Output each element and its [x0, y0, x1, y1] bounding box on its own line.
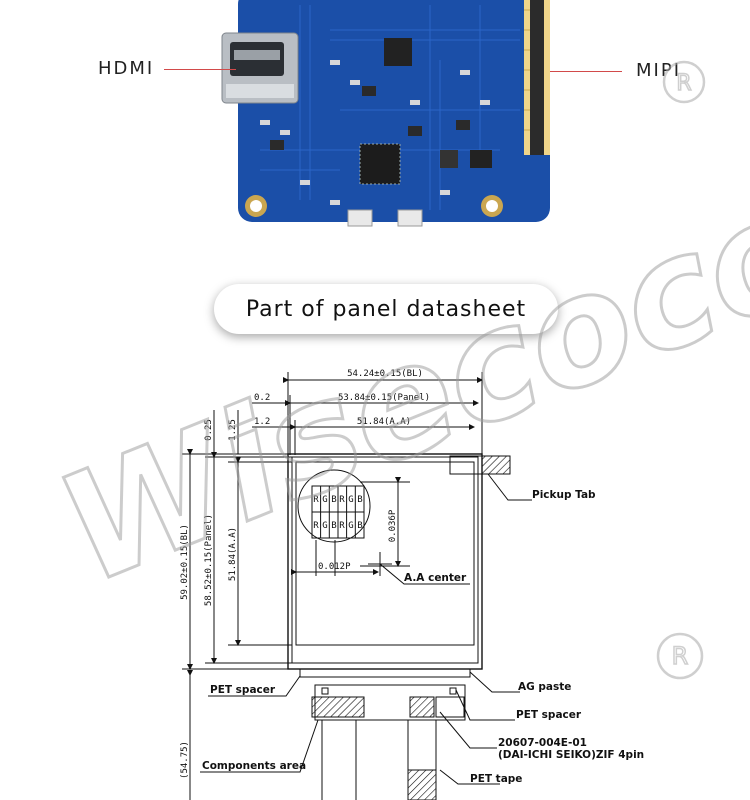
pixel-g4: G [348, 521, 353, 531]
pixel-grid [311, 485, 365, 539]
dim-aa-height: 51.84(A.A) [228, 527, 238, 581]
callout-connector-line2: (DAI-ICHI SEIKO)ZIF 4pin [498, 749, 644, 761]
pixel-r3: R [313, 521, 319, 531]
pixel-r4: R [339, 521, 345, 531]
dim-bottom: (54.75) [180, 741, 190, 779]
section-title-pill: Part of panel datasheet [214, 284, 558, 334]
tact-switch [347, 209, 373, 227]
callout-aa-center: A.A center [404, 572, 467, 584]
callout-pickup-tab: Pickup Tab [532, 489, 596, 501]
dim-panel-height: 58.52±0.15(Panel) [204, 514, 214, 606]
dim-panel-width: 53.84±0.15(Panel) [338, 393, 430, 403]
mipi-connector [524, 0, 550, 155]
pixel-r2: R [339, 495, 345, 505]
pixel-b3: B [331, 521, 336, 531]
section-title: Part of panel datasheet [245, 296, 527, 322]
hdmi-connector [221, 32, 299, 104]
callout-pet-tape: PET tape [470, 773, 522, 785]
dim-offset-02: 0.2 [254, 393, 270, 403]
hdmi-label: HDMI [98, 58, 155, 79]
dim-aa-width: 51.84(A.A) [357, 417, 411, 427]
mipi-callout-line [550, 71, 622, 72]
dim-pitch-h: 0.012P [318, 562, 351, 572]
ic-chip [470, 150, 492, 168]
tact-switch [397, 209, 423, 227]
pcb-board-photo [221, 0, 550, 227]
mipi-label: MIPI [636, 60, 682, 81]
callout-ag-paste: AG paste [518, 681, 571, 693]
dim-bl-height: 59.02±0.15(BL) [180, 524, 190, 600]
pixel-g2: G [348, 495, 353, 505]
dim-offset-025: 0.25 [204, 419, 214, 441]
pixel-g1: G [322, 495, 327, 505]
dim-offset-12: 1.2 [254, 417, 270, 427]
ic-chip [384, 38, 412, 66]
pixel-b1: B [331, 495, 336, 505]
callout-components-area: Components area [202, 760, 306, 772]
callout-pet-spacer-left: PET spacer [210, 684, 276, 696]
hdmi-callout-line [164, 69, 236, 70]
dim-bl-width: 54.24±0.15(BL) [347, 369, 423, 379]
pixel-b2: B [357, 495, 362, 505]
callout-pet-spacer-right: PET spacer [516, 709, 582, 721]
pixel-g3: G [322, 521, 327, 531]
dim-pitch-v: 0.036P [388, 509, 398, 542]
panel-datasheet-drawing: R G B R G B R G B R G B 54.24±0.15(BL) 5… [180, 369, 644, 800]
callout-connector-line1: 20607-004E-01 [498, 737, 587, 749]
dim-offset-125: 1.25 [228, 419, 238, 441]
pixel-b4: B [357, 521, 362, 531]
ic-chip [359, 143, 401, 185]
pixel-r1: R [313, 495, 319, 505]
